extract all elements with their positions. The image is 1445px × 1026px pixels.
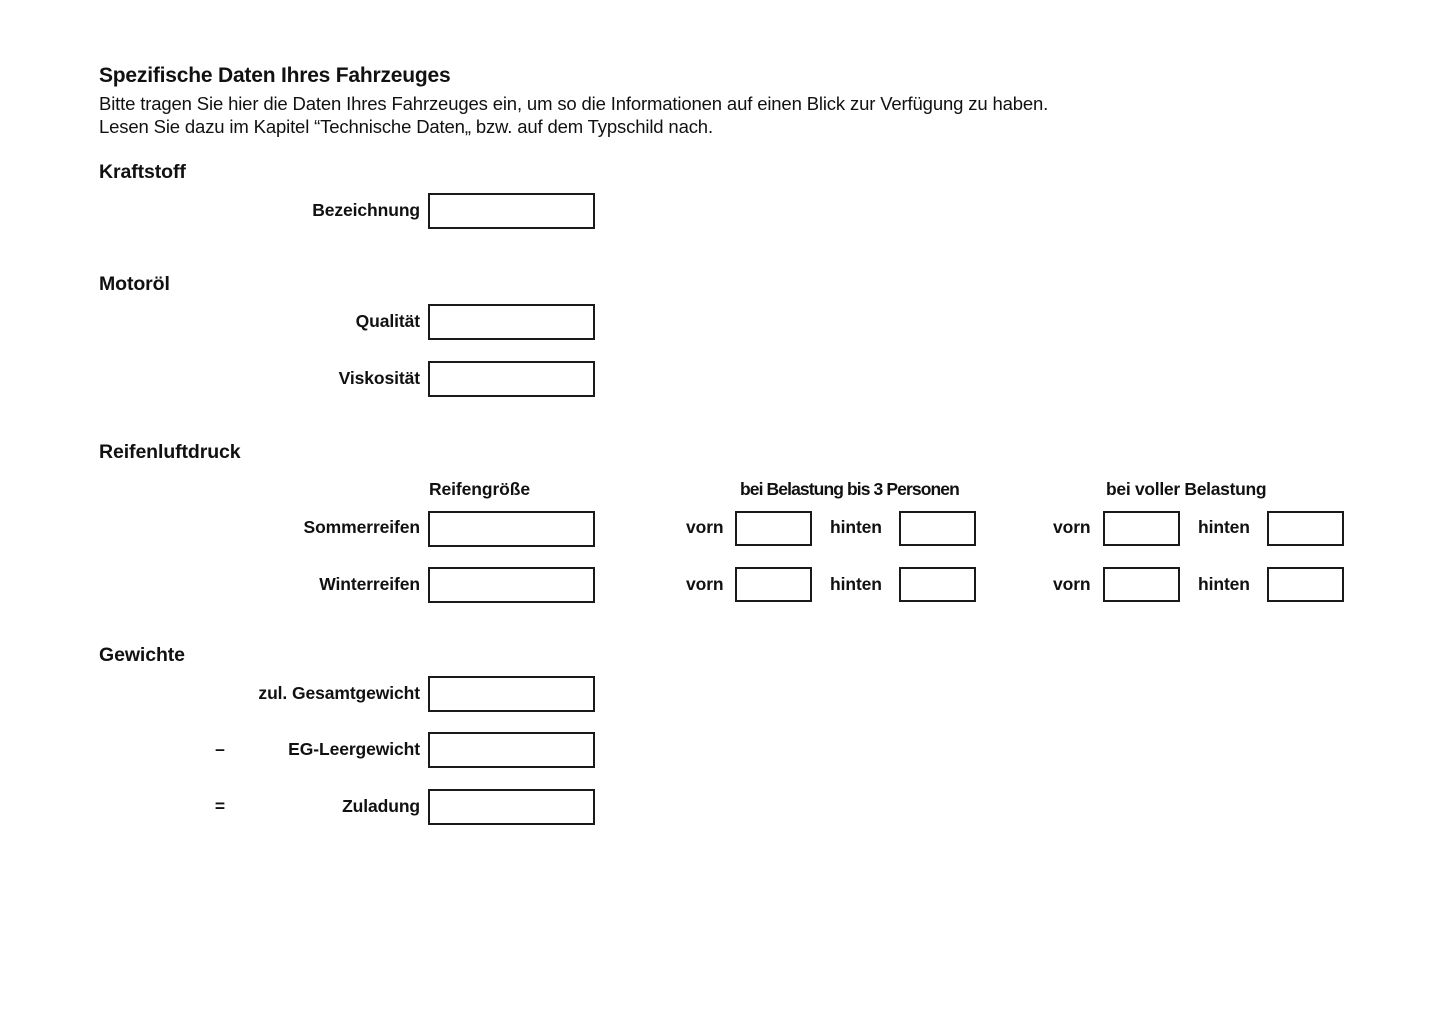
label-winterreifen-load3-vorn: vorn [686, 574, 724, 594]
label-winterreifen-load3-hinten: hinten [830, 574, 882, 594]
label-sommerreifen-load3-hinten: hinten [830, 517, 882, 537]
input-winterreifen-reifengroesse[interactable] [428, 567, 595, 603]
operator-minus: – [215, 739, 225, 759]
intro-text-line-2: Lesen Sie dazu im Kapitel “Technische Da… [99, 116, 713, 137]
input-sommerreifen-reifengroesse[interactable] [428, 511, 595, 547]
input-sommerreifen-load3-hinten[interactable] [899, 511, 976, 546]
input-bezeichnung[interactable] [428, 193, 595, 229]
section-heading-motoroel: Motoröl [99, 273, 170, 295]
column-header-belastung-3-personen: bei Belastung bis 3 Personen [740, 479, 960, 499]
label-eg-leergewicht: EG-Leergewicht [288, 739, 420, 759]
input-winterreifen-fullload-hinten[interactable] [1267, 567, 1344, 602]
label-viskositaet: Viskosität [338, 368, 420, 388]
section-heading-reifenluftdruck: Reifenluftdruck [99, 441, 241, 463]
input-sommerreifen-fullload-vorn[interactable] [1103, 511, 1180, 546]
input-eg-leergewicht[interactable] [428, 732, 595, 768]
section-heading-gewichte: Gewichte [99, 644, 185, 666]
column-header-voller-belastung: bei voller Belastung [1106, 479, 1267, 499]
label-winterreifen: Winterreifen [319, 574, 420, 594]
label-sommerreifen-load3-vorn: vorn [686, 517, 724, 537]
label-winterreifen-fullload-hinten: hinten [1198, 574, 1250, 594]
input-zuladung[interactable] [428, 789, 595, 825]
label-zuladung: Zuladung [342, 796, 420, 816]
label-qualitaet: Qualität [355, 311, 420, 331]
label-sommerreifen-fullload-vorn: vorn [1053, 517, 1091, 537]
operator-equals: = [214, 796, 226, 816]
label-sommerreifen: Sommerreifen [303, 517, 421, 537]
input-winterreifen-load3-vorn[interactable] [735, 567, 812, 602]
page-title: Spezifische Daten Ihres Fahrzeuges [99, 64, 451, 87]
label-sommerreifen-fullload-hinten: hinten [1198, 517, 1250, 537]
input-zul-gesamtgewicht[interactable] [428, 676, 595, 712]
column-header-reifengroesse: Reifengröße [429, 479, 530, 499]
intro-text-line-1: Bitte tragen Sie hier die Daten Ihres Fa… [99, 93, 1049, 114]
section-heading-kraftstoff: Kraftstoff [99, 161, 186, 183]
input-winterreifen-fullload-vorn[interactable] [1103, 567, 1180, 602]
input-winterreifen-load3-hinten[interactable] [899, 567, 976, 602]
input-sommerreifen-load3-vorn[interactable] [735, 511, 812, 546]
input-qualitaet[interactable] [428, 304, 595, 340]
input-sommerreifen-fullload-hinten[interactable] [1267, 511, 1344, 546]
input-viskositaet[interactable] [428, 361, 595, 397]
label-winterreifen-fullload-vorn: vorn [1053, 574, 1091, 594]
label-bezeichnung: Bezeichnung [312, 200, 420, 220]
label-zul-gesamtgewicht: zul. Gesamtgewicht [258, 683, 420, 703]
